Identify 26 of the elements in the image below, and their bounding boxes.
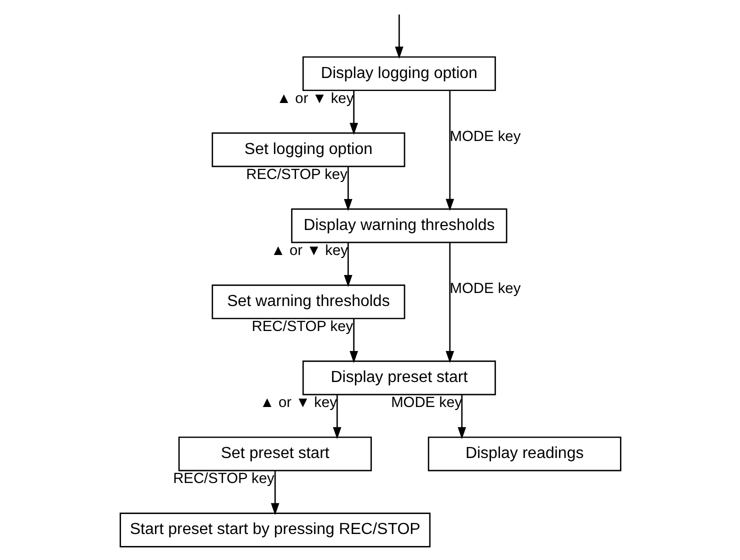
edge-label: ▲ or ▼ key: [270, 242, 348, 259]
arrow: [270, 470, 279, 516]
node-box: Display warning thresholds: [290, 208, 507, 244]
edge-label: REC/STOP key: [246, 166, 347, 183]
arrow: [343, 242, 352, 288]
edge-label: MODE key: [449, 128, 520, 145]
arrow: [343, 166, 352, 211]
arrow: [349, 90, 358, 135]
arrow: [332, 394, 341, 440]
node-box: Display preset start: [302, 360, 496, 396]
edge-label: REC/STOP key: [251, 318, 353, 335]
edge-label: MODE key: [390, 394, 462, 411]
edge-label: REC/STOP key: [172, 471, 274, 488]
edge-label: MODE key: [449, 280, 520, 297]
node-box: Start preset start by pressing REC/STOP: [119, 512, 430, 548]
node-box: Set preset start: [178, 436, 372, 472]
arrow: [457, 394, 466, 440]
edge-label: ▲ or ▼ key: [259, 394, 336, 411]
arrow: [445, 90, 454, 211]
node-box: Set logging option: [211, 132, 405, 168]
node-box: Display readings: [427, 436, 621, 472]
arrow: [394, 14, 403, 59]
arrow: [349, 318, 358, 364]
node-box: Set warning thresholds: [211, 284, 405, 320]
node-box: Display logging option: [302, 56, 496, 92]
arrow: [445, 242, 454, 363]
